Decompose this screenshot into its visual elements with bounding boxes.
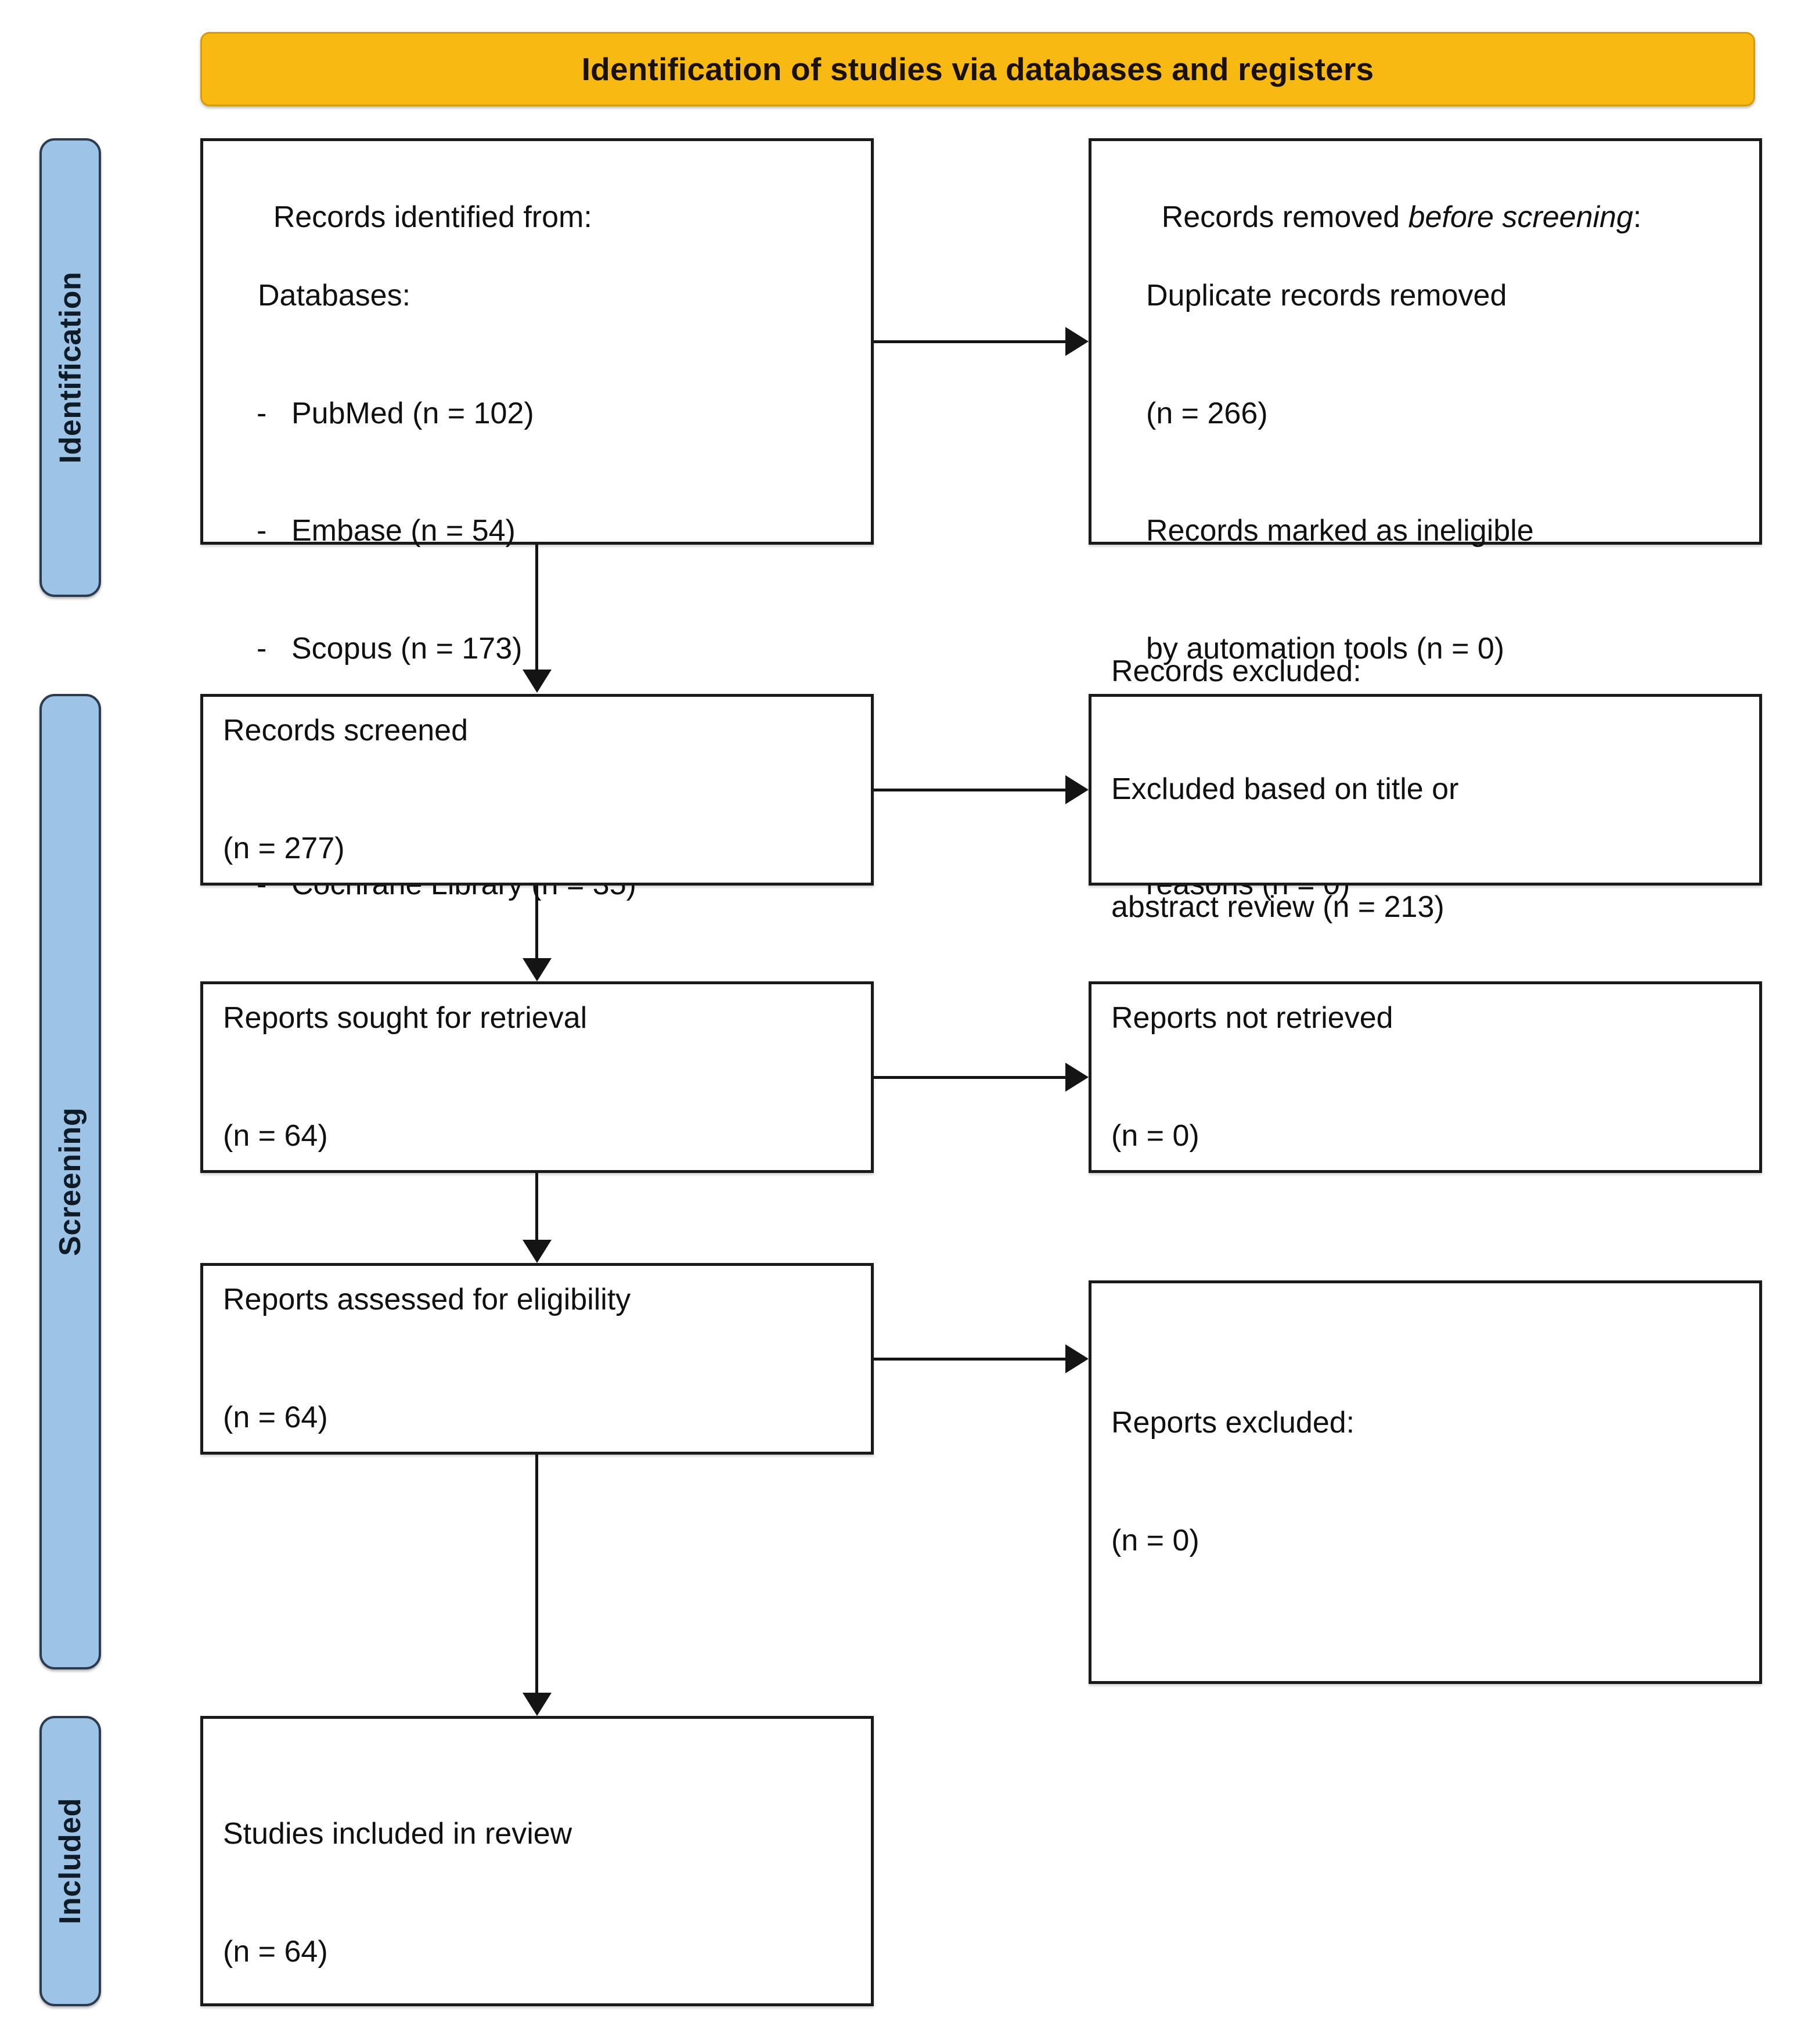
reports-not-retrieved-line2: (n = 0) bbox=[1111, 1118, 1199, 1153]
stage-label-screening-text: Screening bbox=[53, 1107, 88, 1256]
box-reports-sought-text: Reports sought for retrieval (n = 64) bbox=[223, 920, 587, 1235]
bullet-dash-icon: - bbox=[257, 514, 267, 548]
stage-label-screening: Screening bbox=[39, 694, 101, 1669]
box-reports-excluded-text: Reports excluded: (n = 0) bbox=[1111, 1325, 1354, 1639]
reports-assessed-line1: Reports assessed for eligibility bbox=[223, 1282, 631, 1316]
arrow-right-icon bbox=[1065, 327, 1089, 356]
arrow-right-icon bbox=[1065, 1063, 1089, 1092]
box-reports-assessed: Reports assessed for eligibility (n = 64… bbox=[200, 1263, 874, 1455]
box-reports-sought: Reports sought for retrieval (n = 64) bbox=[200, 981, 874, 1173]
arrow-down-icon bbox=[523, 1240, 552, 1263]
box-records-identified: Records identified from: Databases: -Pub… bbox=[200, 138, 874, 1019]
box-studies-included-text: Studies included in review (n = 64) Repo… bbox=[223, 1736, 851, 2044]
connector-assessed-to-reports-excluded bbox=[874, 1358, 1065, 1361]
box-reports-excluded: Reports excluded: (n = 0) bbox=[1089, 1280, 1762, 1684]
connector-screened-to-sought bbox=[535, 886, 538, 958]
source-label-scopus: Scopus (n = 173) bbox=[291, 632, 523, 666]
records-identified-heading: Records identified from: bbox=[273, 200, 592, 234]
records-screened-line1: Records screened bbox=[223, 713, 468, 747]
box-reports-not-retrieved: Reports not retrieved (n = 0) bbox=[1089, 981, 1762, 1173]
stage-label-included-text: Included bbox=[53, 1798, 88, 1924]
connector-identified-to-screened bbox=[535, 545, 538, 670]
connector-screened-to-excluded bbox=[874, 789, 1065, 791]
header-title: Identification of studies via databases … bbox=[581, 51, 1374, 87]
arrow-down-icon bbox=[523, 1693, 552, 1716]
studies-included-line1: Studies included in review bbox=[223, 1817, 572, 1851]
records-removed-item-3: by automation tools (n = 0) bbox=[1146, 632, 1505, 666]
records-identified-databases-label: Databases: bbox=[258, 278, 411, 312]
box-studies-included: Studies included in review (n = 64) Repo… bbox=[200, 1716, 874, 2006]
box-records-excluded: Records excluded: Excluded based on titl… bbox=[1089, 654, 1762, 924]
reports-excluded-line1: Reports excluded: bbox=[1111, 1406, 1355, 1440]
records-removed-item-2: Records marked as ineligible bbox=[1146, 514, 1534, 548]
arrow-down-icon bbox=[523, 958, 552, 981]
records-removed-heading-italic: before screening bbox=[1408, 200, 1633, 234]
studies-included-line2: (n = 64) bbox=[223, 1934, 328, 1969]
bullet-dash-icon: - bbox=[257, 632, 267, 666]
connector-identified-to-removed bbox=[874, 340, 1065, 343]
records-excluded-line1: Records excluded: bbox=[1111, 654, 1361, 689]
arrow-right-icon bbox=[1065, 775, 1089, 804]
source-label-embase: Embase (n = 54) bbox=[291, 514, 516, 548]
stage-label-identification: Identification bbox=[39, 138, 101, 597]
stage-label-included: Included bbox=[39, 1716, 101, 2006]
arrow-right-icon bbox=[1065, 1344, 1089, 1373]
reports-assessed-line2: (n = 64) bbox=[223, 1400, 328, 1434]
connector-assessed-to-included bbox=[535, 1455, 538, 1693]
source-label-pubmed: PubMed (n = 102) bbox=[291, 396, 534, 430]
box-records-removed-before-screening: Records removed before screening: Duplic… bbox=[1089, 138, 1762, 901]
header-banner: Identification of studies via databases … bbox=[200, 32, 1755, 106]
bullet-dash-icon: - bbox=[257, 396, 267, 430]
reports-excluded-line2: (n = 0) bbox=[1111, 1524, 1199, 1558]
records-removed-item-0: Duplicate records removed bbox=[1146, 278, 1507, 312]
records-removed-heading-colon: : bbox=[1633, 200, 1642, 234]
box-reports-not-retrieved-text: Reports not retrieved (n = 0) bbox=[1111, 920, 1393, 1235]
records-removed-heading-plain: Records removed bbox=[1161, 200, 1408, 234]
records-excluded-line2: Excluded based on title or bbox=[1111, 772, 1459, 807]
source-row-pubmed: -PubMed (n = 102) bbox=[223, 394, 851, 434]
records-screened-line2: (n = 277) bbox=[223, 831, 345, 865]
records-excluded-line3: abstract review (n = 213) bbox=[1111, 890, 1444, 924]
stage-label-identification-text: Identification bbox=[53, 271, 87, 464]
box-records-screened: Records screened (n = 277) bbox=[200, 694, 874, 886]
source-row-scopus: -Scopus (n = 173) bbox=[223, 629, 851, 669]
box-records-screened-text: Records screened (n = 277) bbox=[223, 633, 468, 947]
box-reports-assessed-text: Reports assessed for eligibility (n = 64… bbox=[223, 1202, 631, 1516]
reports-sought-line2: (n = 64) bbox=[223, 1118, 328, 1153]
connector-sought-to-assessed bbox=[535, 1173, 538, 1240]
records-removed-item-1: (n = 266) bbox=[1146, 396, 1268, 430]
connector-sought-to-not-retrieved bbox=[874, 1076, 1065, 1079]
reports-sought-line1: Reports sought for retrieval bbox=[223, 1001, 588, 1035]
reports-not-retrieved-line1: Reports not retrieved bbox=[1111, 1001, 1393, 1035]
arrow-down-icon bbox=[523, 670, 552, 693]
box-records-excluded-text: Records excluded: Excluded based on titl… bbox=[1111, 574, 1458, 1006]
source-row-embase: -Embase (n = 54) bbox=[223, 512, 851, 551]
